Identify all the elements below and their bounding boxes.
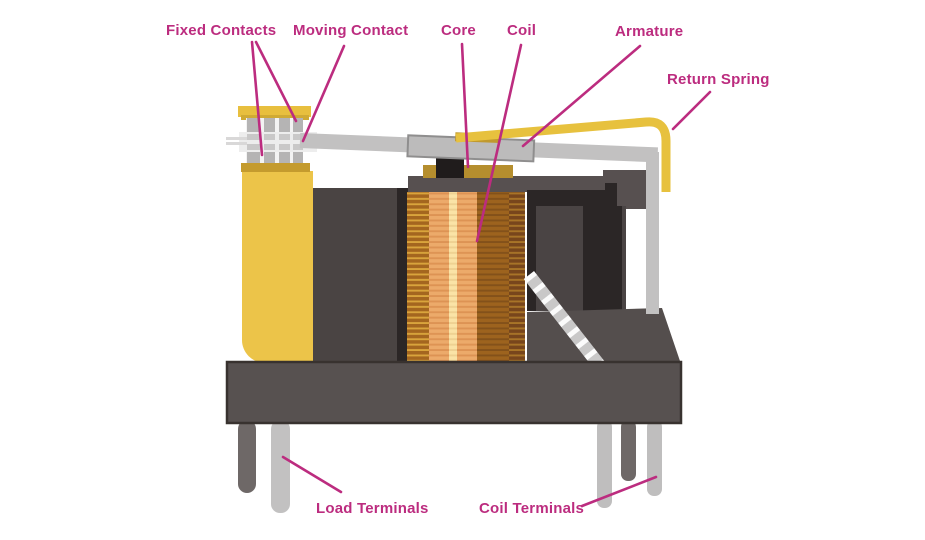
label-core: Core xyxy=(441,22,476,39)
pillar-top-cap xyxy=(238,106,311,117)
moving-contact-band xyxy=(226,132,317,152)
pillar-gold-strip xyxy=(241,163,310,172)
coil-windings xyxy=(407,192,525,363)
leader-fixed-contacts-upper xyxy=(254,40,298,123)
leader-armature xyxy=(521,44,642,148)
yellow-pillar xyxy=(242,171,313,363)
relay-body-shadow xyxy=(397,188,408,363)
label-moving-contact: Moving Contact xyxy=(293,22,409,39)
coil-terminal-pin xyxy=(621,420,636,481)
leader-return-spring xyxy=(671,90,712,131)
pillar-top-cap-lip xyxy=(241,115,309,120)
load-terminal-pin xyxy=(271,420,290,513)
load-terminal-pins xyxy=(238,420,290,513)
leader-coil xyxy=(475,43,523,243)
contact-whisker xyxy=(226,142,247,145)
leader-lines xyxy=(250,40,712,508)
label-return-spring: Return Spring xyxy=(667,71,770,88)
coil-terminal-pins xyxy=(597,420,662,508)
relay-body xyxy=(313,188,398,363)
leader-core xyxy=(460,42,470,169)
coil-top-cap xyxy=(408,176,607,192)
label-fixed-contacts: Fixed Contacts xyxy=(166,22,277,39)
load-terminal-pin xyxy=(238,420,256,493)
return-spring-shape xyxy=(455,117,671,192)
label-load-terminals: Load Terminals xyxy=(316,500,429,517)
coil-terminal-pin xyxy=(597,420,612,508)
label-coil-terminals: Coil Terminals xyxy=(479,500,585,517)
coil-terminal-pin xyxy=(647,420,662,496)
armature-leg xyxy=(646,152,659,314)
fixed-contact-upper xyxy=(246,118,303,132)
core-stripe xyxy=(449,192,457,363)
label-coil: Coil xyxy=(507,22,537,39)
screw-rod xyxy=(523,271,605,370)
leader-moving-contact xyxy=(301,44,346,143)
leader-coil-terminals xyxy=(580,475,658,508)
sloped-block xyxy=(527,308,681,364)
leader-load-terminals xyxy=(281,455,343,494)
relay-base xyxy=(225,360,683,425)
leader-fixed-contacts-lower xyxy=(250,40,264,157)
fixed-contact-lower xyxy=(246,152,303,164)
contact-whisker xyxy=(226,137,247,140)
label-armature: Armature xyxy=(615,23,684,40)
contact-pillar-assembly xyxy=(226,106,317,363)
